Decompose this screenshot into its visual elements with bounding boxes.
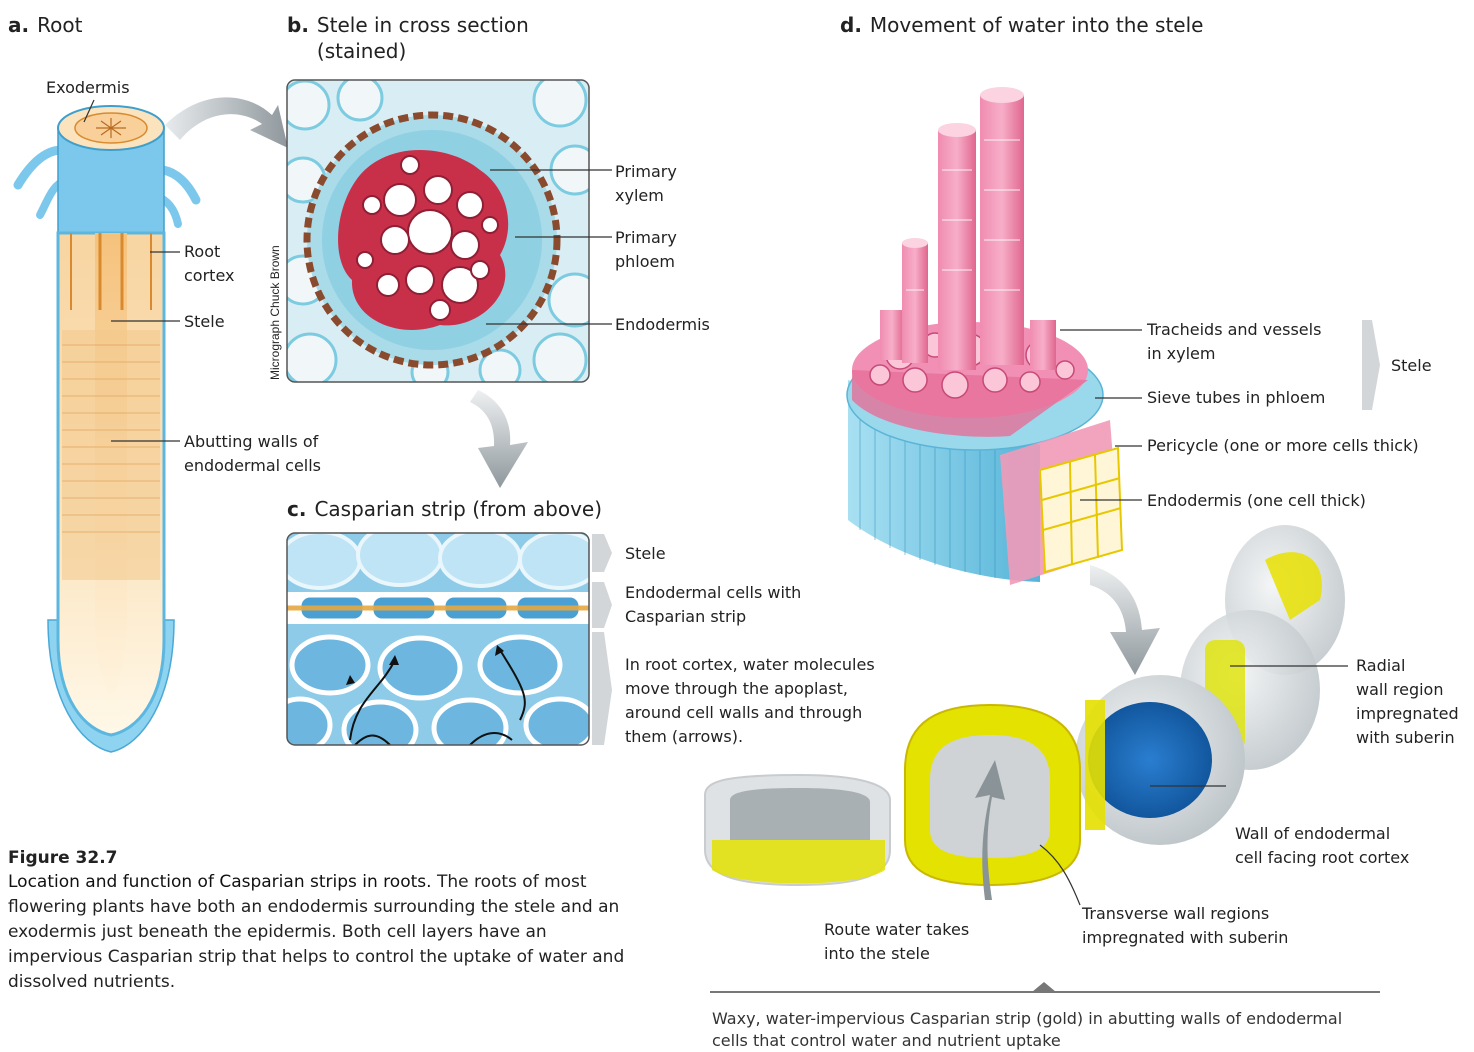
- label-tracheids: Tracheids and vessels in xylem: [1147, 318, 1321, 366]
- arrow-a-to-b: [165, 97, 288, 148]
- label-root-cortex: Root cortex: [184, 240, 234, 288]
- label-primary-xylem: Primary xylem: [615, 160, 677, 208]
- panel-c-brackets: [592, 534, 612, 745]
- label-primary-phloem: Primary phloem: [615, 226, 677, 274]
- panel-b-heading: b.Stele in cross section (stained): [287, 12, 529, 64]
- stele-bracket: [1362, 320, 1380, 410]
- label-exodermis: Exodermis: [46, 76, 130, 100]
- figure-legend: Figure 32.7 Location and function of Cas…: [8, 846, 638, 995]
- figure-text: Location and function of Casparian strip…: [8, 870, 638, 995]
- label-sieve-tubes: Sieve tubes in phloem: [1147, 386, 1325, 410]
- panel-d-caption: Waxy, water-impervious Casparian strip (…: [712, 1008, 1412, 1052]
- panel-a-heading: a.Root: [8, 12, 82, 38]
- label-wall-facing-cortex: Wall of endodermal cell facing root cort…: [1235, 822, 1409, 870]
- casparian-illustration: [270, 525, 600, 758]
- figure-title: Location and function of Casparian strip…: [8, 872, 432, 892]
- label-pericycle: Pericycle (one or more cells thick): [1147, 434, 1419, 458]
- label-route-water: Route water takes into the stele: [824, 918, 969, 966]
- label-stele-a: Stele: [184, 310, 225, 334]
- root-illustration: [18, 106, 196, 752]
- stele-3d-illustration: [847, 87, 1122, 585]
- arrow-b-to-c: [470, 390, 528, 488]
- arrow-d-down: [1090, 565, 1160, 675]
- panel-d-heading: d.Movement of water into the stele: [840, 12, 1203, 38]
- label-endodermis-d: Endodermis (one cell thick): [1147, 489, 1366, 513]
- figure-number: Figure 32.7: [8, 846, 638, 870]
- label-radial-wall: Radial wall region impregnated with sube…: [1356, 654, 1459, 750]
- label-root-cortex-water: In root cortex, water molecules move thr…: [625, 653, 875, 749]
- label-abutting-walls: Abutting walls of endodermal cells: [184, 430, 321, 478]
- label-endodermis-b: Endodermis: [615, 313, 710, 337]
- micrograph-credit: Micrograph Chuck Brown: [268, 245, 282, 380]
- label-stele-c: Stele: [625, 542, 666, 566]
- stele-micrograph: [279, 74, 601, 390]
- label-stele-d: Stele: [1391, 354, 1432, 378]
- panel-c-heading: c.Casparian strip (from above): [287, 496, 602, 522]
- label-endodermal-cells: Endodermal cells with Casparian strip: [625, 581, 801, 629]
- label-transverse-wall: Transverse wall regions impregnated with…: [1082, 902, 1288, 950]
